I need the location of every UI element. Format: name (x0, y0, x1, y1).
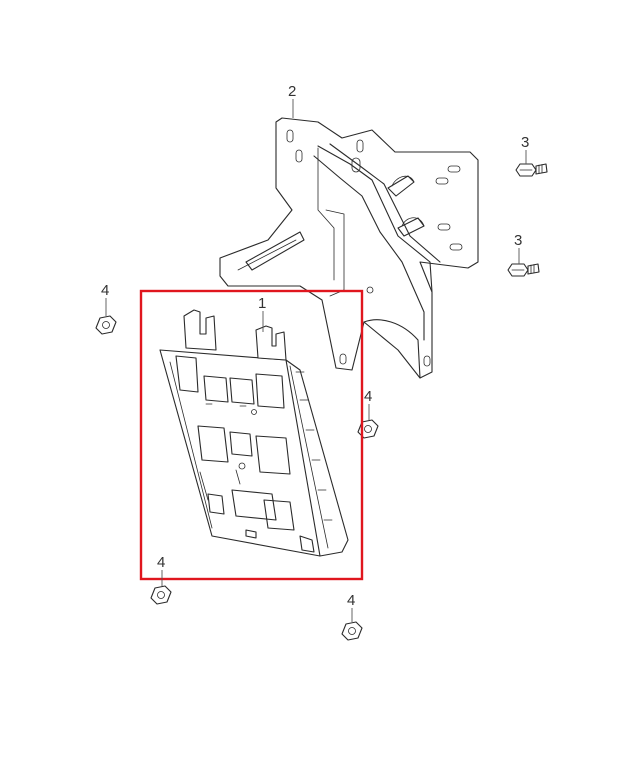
callout-part-1: 1 (258, 295, 266, 312)
nut-bottom-left (150, 585, 172, 605)
callout-part-4-right: 4 (364, 388, 372, 405)
nut-left (95, 315, 117, 335)
callout-part-4-bottom-right: 4 (347, 592, 355, 609)
nut-bottom-right (341, 621, 363, 641)
callout-part-4-left: 4 (101, 282, 109, 299)
callout-part-3-upper: 3 (521, 134, 529, 151)
screw-upper (515, 163, 548, 177)
control-module (159, 309, 349, 557)
mounting-bracket (219, 117, 479, 379)
callout-part-3-lower: 3 (514, 232, 522, 249)
highlight-box (139, 289, 364, 581)
callout-part-4-bottom-left: 4 (157, 554, 165, 571)
screw-lower (507, 263, 540, 277)
callout-part-2: 2 (288, 83, 296, 100)
